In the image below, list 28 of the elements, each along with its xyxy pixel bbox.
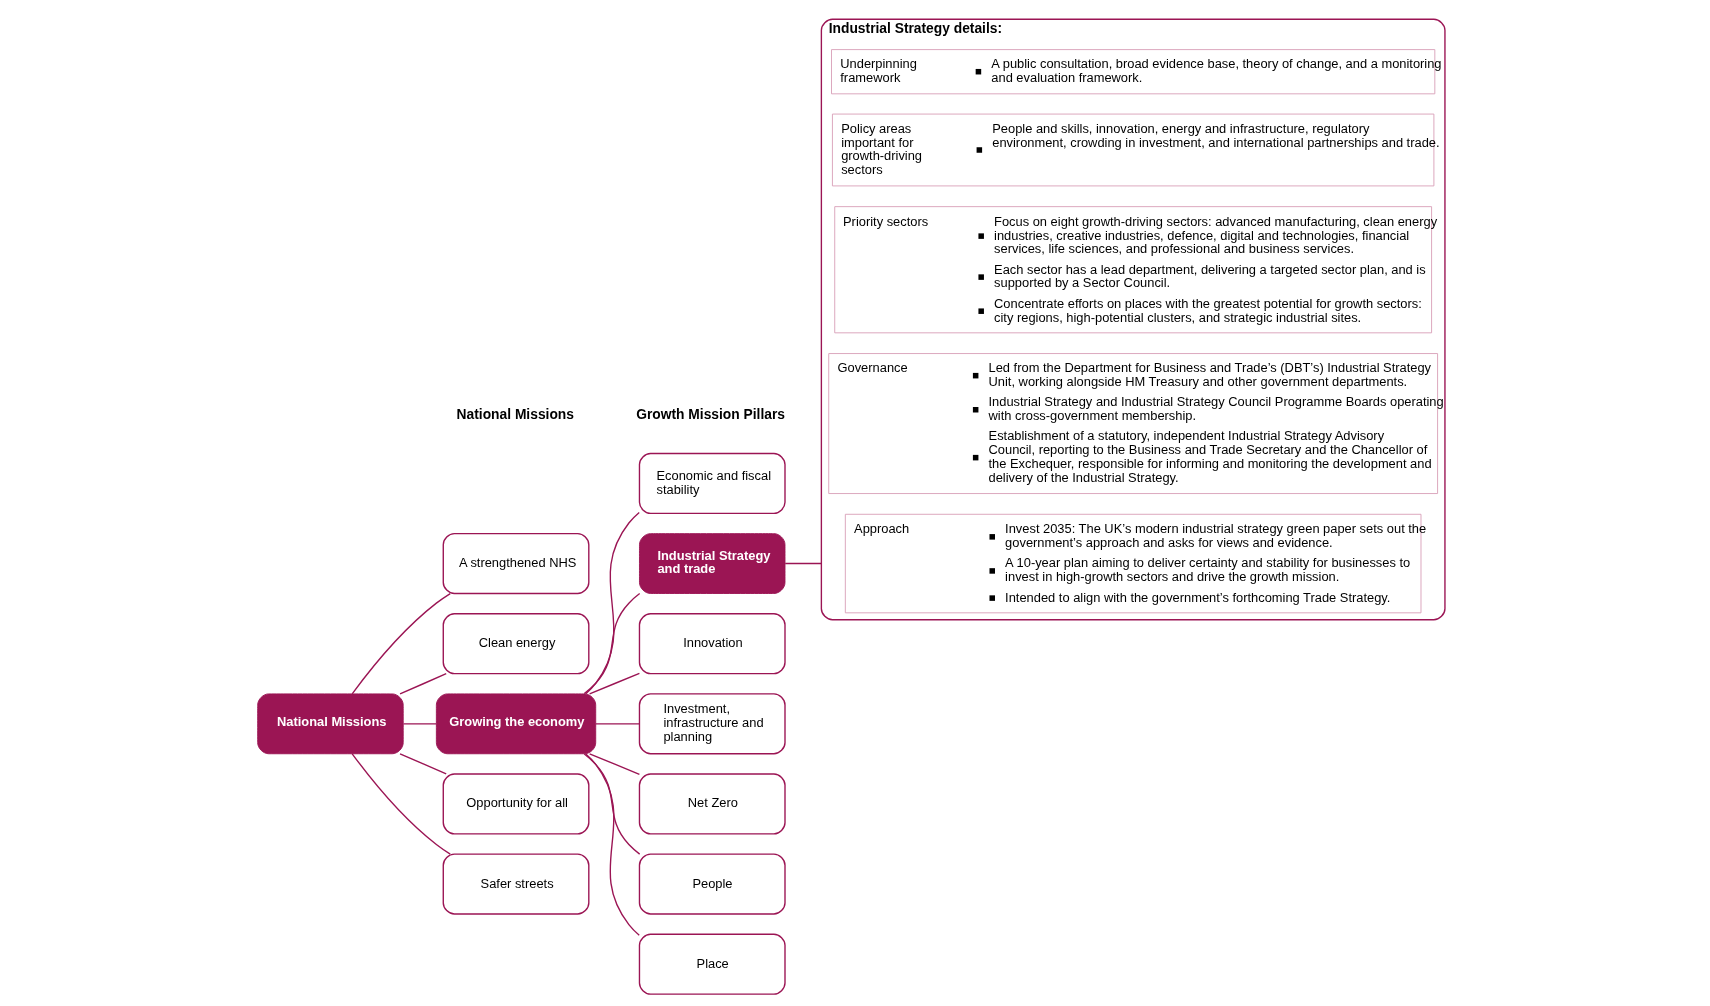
connector	[588, 672, 641, 695]
node-box: Innovation	[638, 613, 786, 675]
node-box: A strengthened NHS	[442, 532, 590, 595]
node-box: Net Zero	[638, 773, 786, 835]
connector	[351, 753, 451, 855]
connector	[588, 753, 641, 775]
connector	[351, 592, 451, 695]
label: Growth Mission Pillars	[636, 405, 785, 422]
connector	[583, 592, 641, 695]
connector	[583, 753, 641, 855]
connector	[585, 511, 640, 695]
node-box: Safer streets	[442, 853, 590, 915]
node-box: Place	[638, 933, 786, 995]
node-box: Economic and fiscal stability	[638, 452, 786, 515]
connector	[595, 723, 641, 725]
node-box: Opportunity for all	[442, 773, 590, 835]
node-box: People	[638, 853, 786, 915]
connector	[402, 723, 437, 725]
node-box: Investment, infrastructure and planning	[638, 693, 786, 755]
node-box: National Missions	[257, 693, 404, 755]
connector	[399, 673, 447, 695]
node-box: Clean energy	[442, 613, 590, 675]
connector	[399, 753, 447, 775]
label: National Missions	[456, 405, 574, 422]
connector	[784, 562, 823, 565]
connector	[585, 753, 640, 936]
node-box: Industrial Strategy and trade	[639, 533, 786, 594]
node-box: Growing the economy	[435, 693, 597, 755]
